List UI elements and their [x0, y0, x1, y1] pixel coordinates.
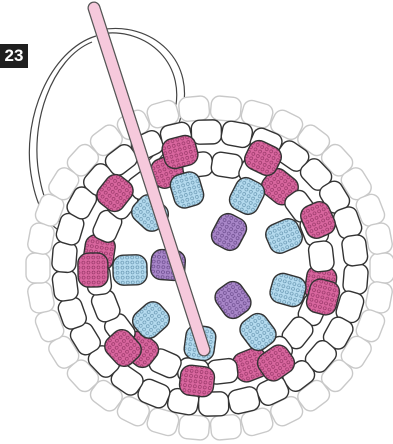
pink-seed-bead — [178, 364, 215, 398]
purple-seed-bead — [208, 210, 250, 254]
white-seed-bead — [191, 120, 222, 145]
bead-rings — [26, 95, 393, 440]
white-seed-bead — [341, 234, 369, 267]
white-seed-bead — [308, 240, 335, 272]
outer-seed-bead — [178, 95, 210, 122]
blue-seed-bead — [113, 255, 148, 286]
white-seed-bead — [210, 151, 243, 179]
white-seed-bead — [342, 263, 368, 295]
outer-seed-bead — [370, 253, 393, 283]
outer-seed-bead — [210, 95, 242, 122]
outer-seed-bead — [26, 280, 55, 314]
pink-seed-bead — [78, 253, 109, 288]
purple-seed-bead — [211, 277, 255, 322]
white-seed-bead — [51, 269, 79, 302]
outer-seed-bead — [365, 222, 393, 256]
outer-seed-bead — [178, 414, 210, 441]
outer-seed-bead — [210, 414, 242, 441]
white-seed-bead — [51, 241, 77, 273]
outer-seed-bead — [26, 253, 50, 283]
